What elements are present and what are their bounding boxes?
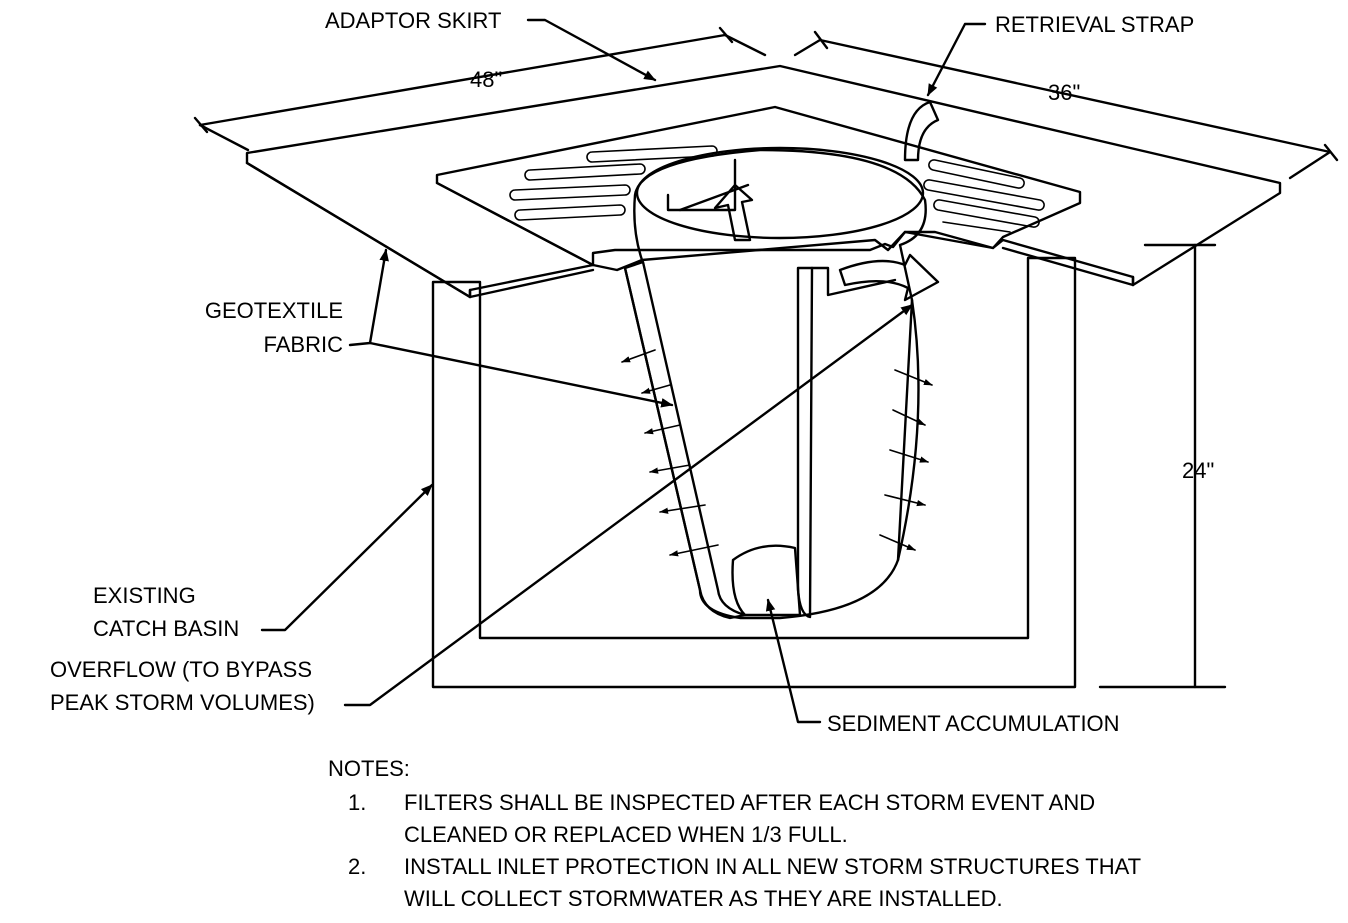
dimension-36 [793,30,1339,180]
label-existing-line1: EXISTING [93,583,196,608]
note-item-1: 1. FILTERS SHALL BE INSPECTED AFTER EACH… [328,786,1328,850]
notes-section: NOTES: 1. FILTERS SHALL BE INSPECTED AFT… [328,752,1328,914]
label-retrieval-strap: RETRIEVAL STRAP [995,12,1194,37]
label-dimension-24: 24" [1182,458,1214,483]
note-text-line: WILL COLLECT STORMWATER AS THEY ARE INST… [404,886,1003,911]
label-geotextile-line1: GEOTEXTILE [205,298,343,323]
label-adaptor-skirt: ADAPTOR SKIRT [325,8,501,33]
note-item-2: 2. INSTALL INLET PROTECTION IN ALL NEW S… [328,850,1328,914]
filter-bag [623,146,927,620]
note-number: 2. [348,854,367,879]
label-overflow-line2: PEAK STORM VOLUMES) [50,690,315,715]
leaders [260,18,987,724]
adaptor-skirt [245,64,1282,299]
label-geotextile-line2: FABRIC [264,332,344,357]
note-number: 1. [348,790,367,815]
note-text-line: FILTERS SHALL BE INSPECTED AFTER EACH ST… [404,790,1096,815]
note-text-line: INSTALL INLET PROTECTION IN ALL NEW STOR… [404,854,1142,879]
label-dimension-36: 36" [1048,80,1080,105]
note-text-line: CLEANED OR REPLACED WHEN 1/3 FULL. [404,822,848,847]
label-dimension-48: 48" [470,67,502,92]
support-frame [435,105,1082,267]
overflow-arrows [713,183,940,302]
flow-arrows [621,349,933,557]
notes-header: NOTES: [328,756,410,781]
label-existing-line2: CATCH BASIN [93,616,239,641]
retrieval-strap [903,100,940,162]
catch-basin [431,256,1077,689]
dimension-24 [1098,243,1227,689]
dimension-48 [193,26,767,152]
label-overflow-line1: OVERFLOW (TO BYPASS [50,657,312,682]
label-sediment-accumulation: SEDIMENT ACCUMULATION [827,711,1120,736]
